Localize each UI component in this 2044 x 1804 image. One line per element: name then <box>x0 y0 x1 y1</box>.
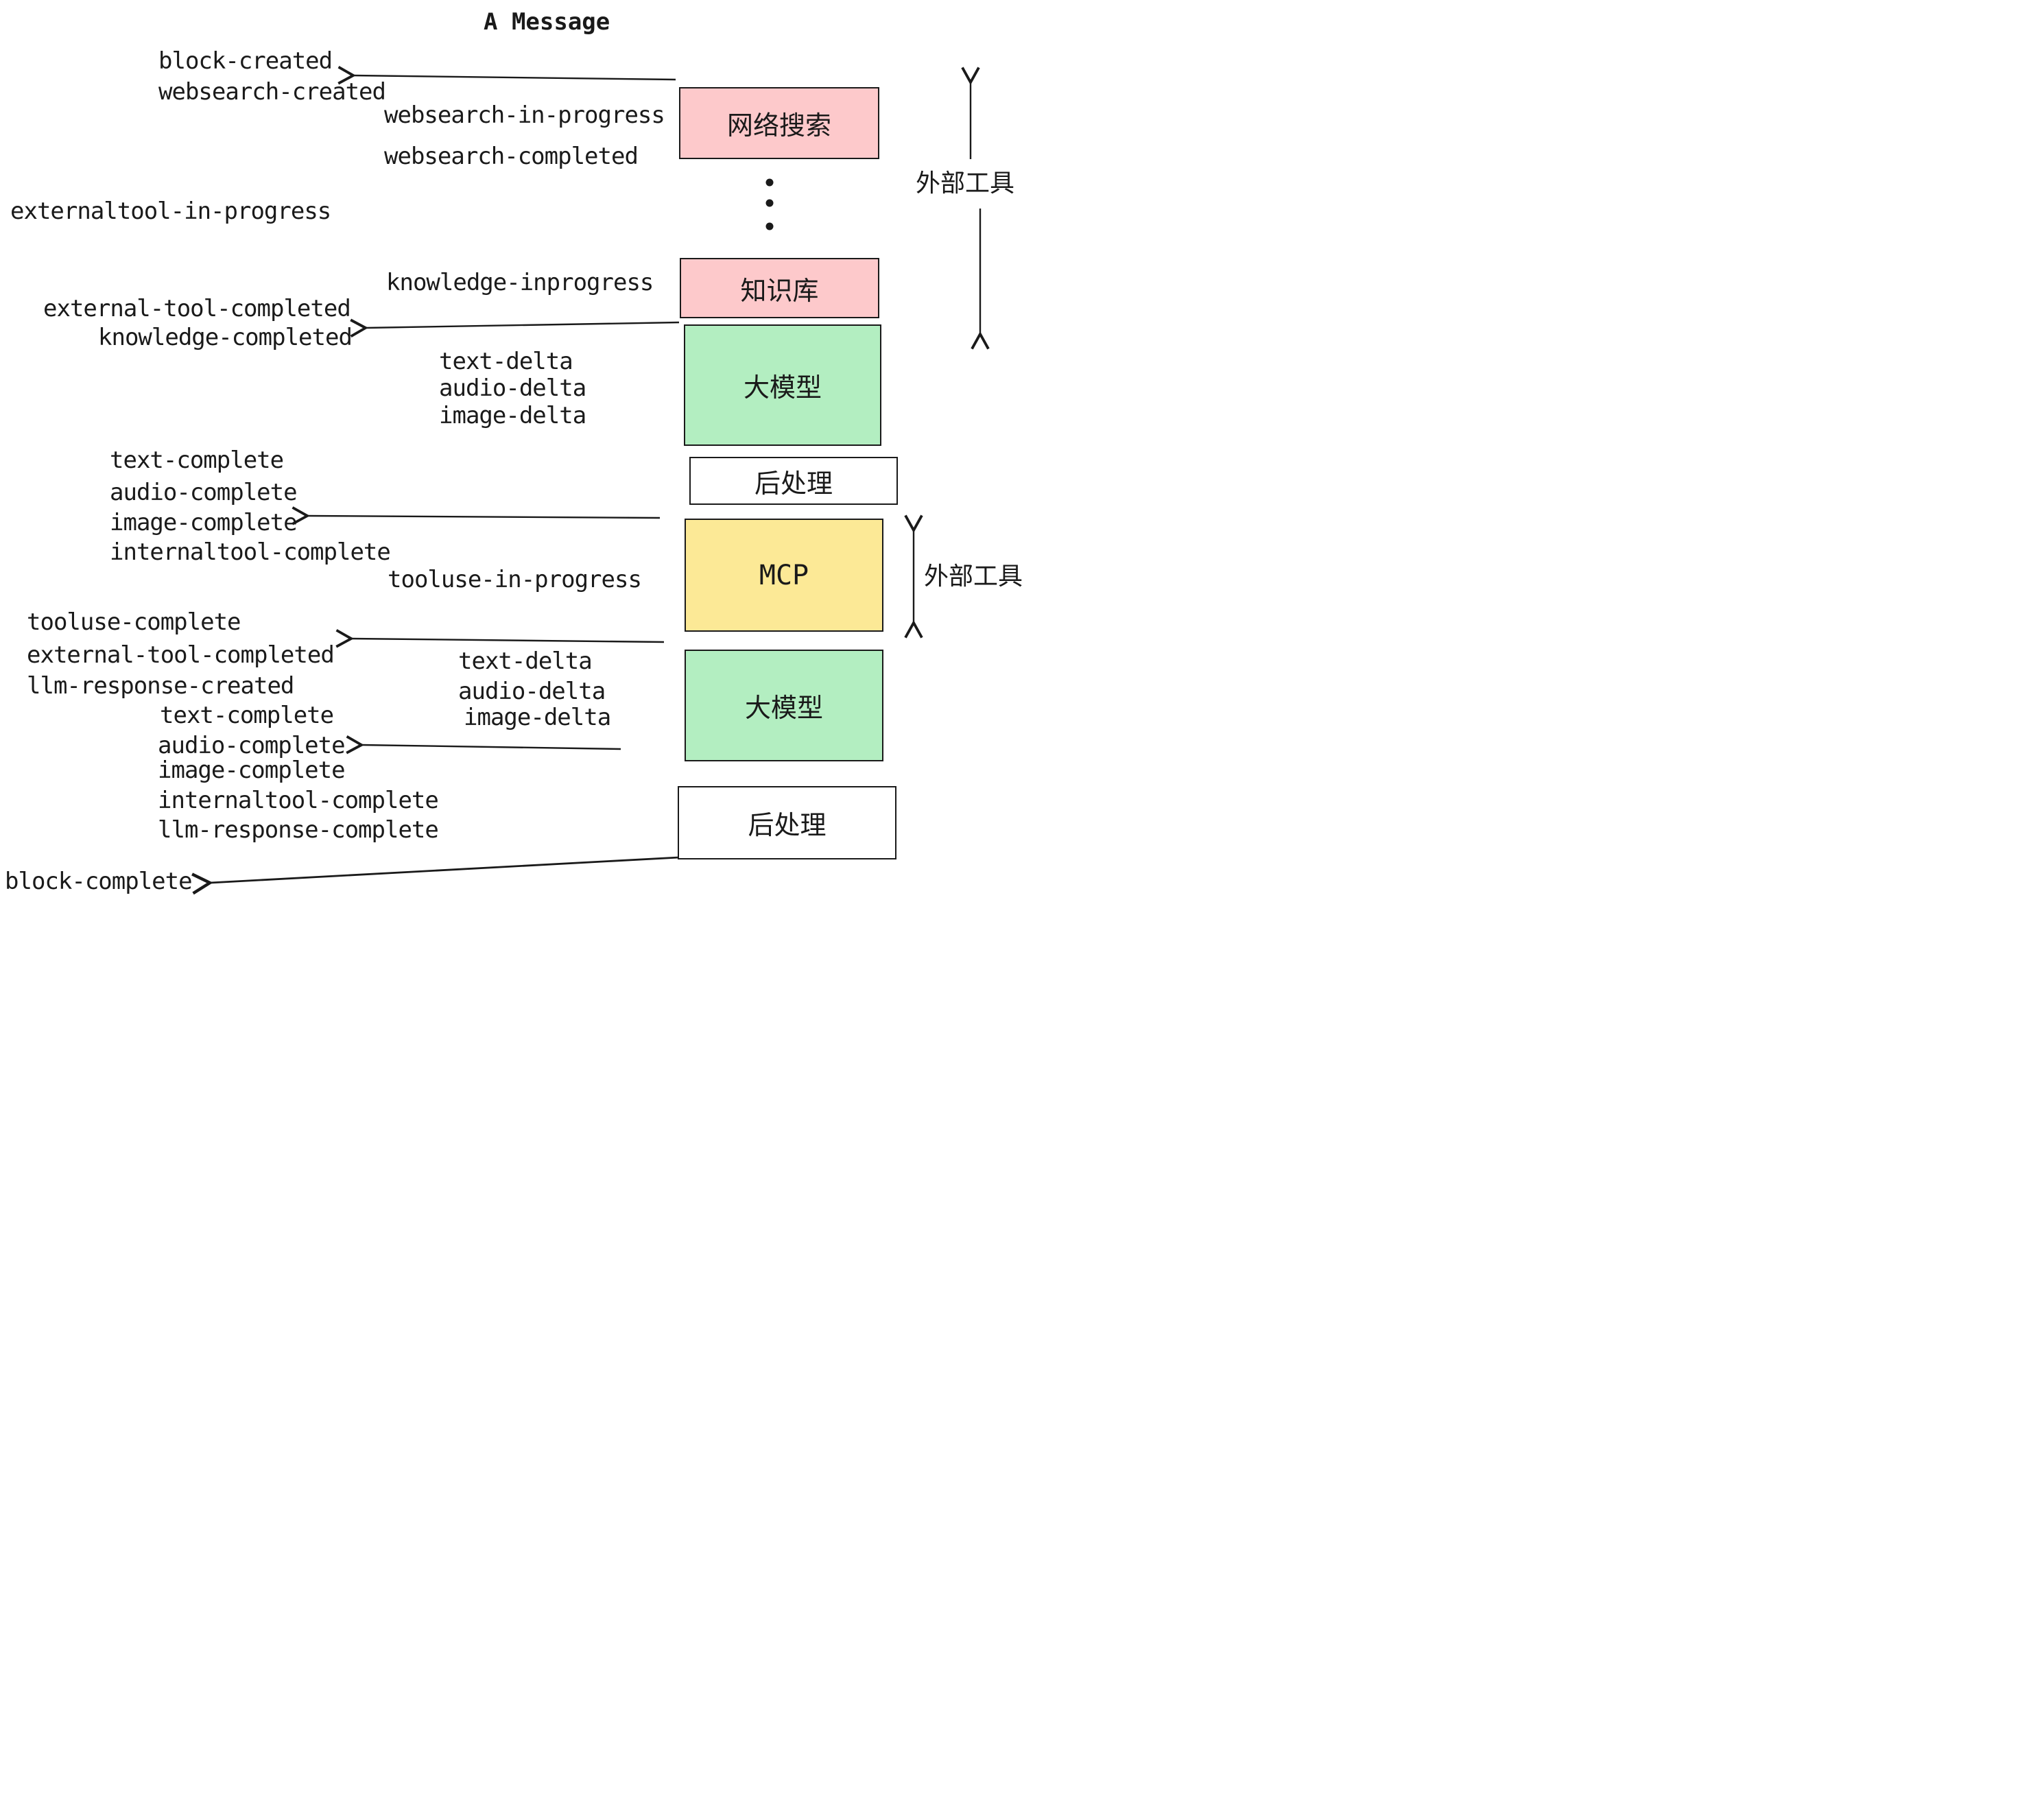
arrow-block-created <box>337 66 676 85</box>
arrow-tooluse-complete <box>335 629 665 648</box>
event-text-delta-2: text-delta <box>458 648 593 675</box>
event-audio-complete-2: audio-complete <box>158 732 346 759</box>
event-llm-response-complete: llm-response-complete <box>158 816 439 844</box>
event-text-delta: text-delta <box>439 348 573 375</box>
node-mcp: MCP <box>685 519 883 632</box>
node-knowledge: 知识库 <box>680 258 879 318</box>
event-external-tool-completed: external-tool-completed <box>43 295 351 322</box>
node-knowledge-label: 知识库 <box>740 276 819 306</box>
event-image-complete: image-complete <box>110 509 298 536</box>
arrow-image-complete <box>292 506 661 525</box>
node-llm-2: 大模型 <box>685 650 883 761</box>
event-internaltool-complete-2: internaltool-complete <box>158 787 439 814</box>
event-image-delta: image-delta <box>439 402 586 429</box>
event-audio-delta: audio-delta <box>439 375 586 402</box>
arrow-audio-complete <box>346 735 621 755</box>
event-knowledge-completed: knowledge-completed <box>98 324 353 351</box>
node-post-1: 后处理 <box>689 457 898 505</box>
event-audio-complete: audio-complete <box>110 479 298 506</box>
sequence-diagram: A Message block-created websearch-create… <box>0 0 1022 902</box>
node-mcp-label: MCP <box>759 559 809 591</box>
event-tooluse-complete: tooluse-complete <box>27 608 241 636</box>
event-external-tool-completed-2: external-tool-completed <box>27 641 335 669</box>
event-knowledge-inprogress: knowledge-inprogress <box>386 269 654 296</box>
event-text-complete-2: text-complete <box>160 702 334 729</box>
event-audio-delta-2: audio-delta <box>458 678 606 705</box>
event-image-delta-2: image-delta <box>464 704 611 731</box>
node-post-2-label: 后处理 <box>748 811 827 840</box>
arrow-block-complete <box>191 856 680 895</box>
event-internaltool-complete: internaltool-complete <box>110 538 391 566</box>
event-block-complete: block-complete <box>5 868 193 895</box>
ellipsis-dots <box>765 178 774 230</box>
node-llm-2-label: 大模型 <box>744 694 823 723</box>
arrow-knowledge-completed <box>350 318 680 338</box>
event-block-created: block-created <box>158 47 333 75</box>
node-post-2: 后处理 <box>678 786 896 859</box>
node-llm-1-label: 大模型 <box>743 374 822 403</box>
node-websearch-label: 网络搜索 <box>726 112 831 141</box>
event-websearch-created: websearch-created <box>158 78 386 106</box>
node-websearch: 网络搜索 <box>679 87 879 159</box>
diagram-title: A Message <box>484 8 610 36</box>
node-post-1-label: 后处理 <box>754 469 833 499</box>
event-websearch-completed: websearch-completed <box>384 143 639 170</box>
event-websearch-in-progress: websearch-in-progress <box>384 102 665 129</box>
side-label-external-tools-top: 外部工具 <box>916 169 1015 197</box>
event-image-complete-2: image-complete <box>158 757 346 784</box>
node-llm-1: 大模型 <box>684 324 881 446</box>
event-llm-response-created: llm-response-created <box>27 672 294 700</box>
event-text-complete: text-complete <box>110 447 284 474</box>
side-label-external-tools-mcp: 外部工具 <box>924 562 1022 590</box>
event-tooluse-in-progress: tooluse-in-progress <box>388 566 642 593</box>
event-externaltool-in-progress: externaltool-in-progress <box>10 198 331 225</box>
